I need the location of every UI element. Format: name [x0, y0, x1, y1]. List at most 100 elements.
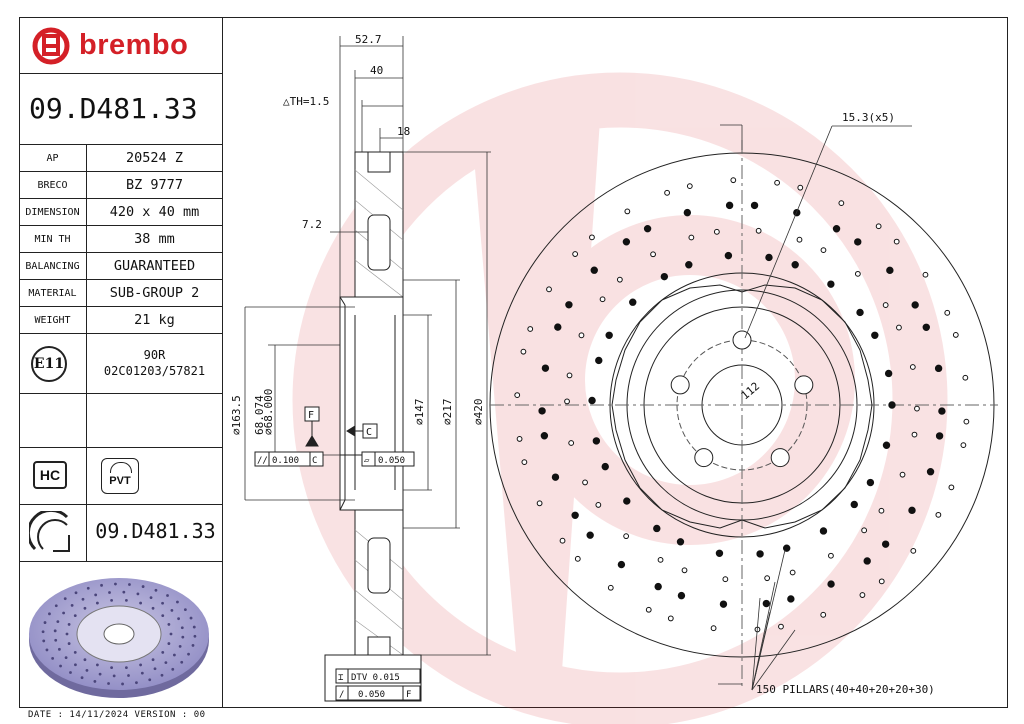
- homologation-line2: 02C01203/57821: [103, 364, 206, 378]
- datum-f: F: [308, 410, 314, 421]
- dim-40: 40: [370, 64, 383, 77]
- drill-hole: [827, 280, 835, 288]
- drill-hole: [571, 511, 579, 519]
- drill-hole: [565, 301, 573, 309]
- drill-hole: [722, 576, 729, 583]
- drill-hole: [599, 296, 606, 303]
- render-drill-dot: [83, 606, 87, 610]
- render-drill-dot: [170, 608, 174, 612]
- drill-hole: [629, 298, 637, 306]
- drill-hole: [886, 266, 894, 275]
- drill-hole: [782, 544, 791, 552]
- drill-hole: [765, 253, 773, 262]
- render-drill-dot: [166, 594, 169, 597]
- spec-value: GUARANTEED: [113, 258, 196, 274]
- drill-hole: [899, 471, 906, 478]
- drill-hole: [778, 623, 784, 630]
- drill-hole: [623, 497, 631, 505]
- drill-hole: [660, 272, 669, 281]
- render-drill-dot: [161, 601, 164, 605]
- render-drill-dot: [183, 608, 187, 612]
- spec-value: 420 x 40 mm: [109, 204, 200, 220]
- drill-hole: [832, 225, 841, 233]
- drill-hole: [962, 374, 969, 381]
- render-drill-dot: [136, 592, 140, 596]
- drill-hole: [827, 580, 835, 588]
- drill-hole: [536, 500, 543, 507]
- spec-row: WEIGHT 21 kg: [19, 307, 222, 334]
- spec-key: MIN TH: [19, 226, 87, 252]
- runout-tolerance: 0.050: [358, 690, 385, 700]
- render-drill-dot: [62, 611, 66, 615]
- drill-hole: [934, 364, 943, 373]
- render-drill-dot: [114, 582, 117, 586]
- drill-hole: [677, 591, 686, 600]
- dim-hole-diameter: 15.3(x5): [842, 111, 895, 124]
- render-drill-dot: [41, 630, 45, 634]
- pillars-note: 150 PILLARS(40+40+20+20+30): [756, 683, 935, 696]
- drill-hole: [724, 251, 733, 260]
- drill-hole: [595, 502, 602, 508]
- drill-hole: [910, 547, 917, 554]
- bottom-part-number: 09.D481.33: [95, 519, 216, 543]
- drill-hole: [888, 401, 896, 409]
- drill-hole: [960, 442, 967, 449]
- dim-420: ⌀420: [472, 399, 485, 426]
- drill-hole: [676, 538, 685, 546]
- drill-hole: [875, 223, 882, 230]
- render-drill-dot: [178, 645, 182, 648]
- render-drill-dot: [59, 664, 62, 668]
- render-drill-dot: [180, 626, 184, 630]
- dim-217: ⌀217: [441, 399, 454, 426]
- drill-hole: [514, 392, 521, 399]
- drill-hole: [719, 600, 728, 608]
- drill-hole: [750, 201, 759, 210]
- render-drill-dot: [43, 621, 47, 624]
- render-drill-dot: [181, 635, 185, 639]
- drill-hole: [935, 511, 942, 518]
- spec-value: 38 mm: [134, 231, 175, 247]
- render-drill-dot: [151, 606, 155, 610]
- render-drill-dot: [98, 672, 102, 676]
- drill-hole: [622, 238, 631, 246]
- drill-hole: [546, 286, 552, 293]
- render-drill-dot: [164, 661, 168, 664]
- render-drill-dot: [160, 673, 164, 677]
- drill-hole: [710, 625, 717, 632]
- spec-key: MATERIAL: [19, 280, 87, 306]
- pvt-badge-icon: PVT: [101, 458, 139, 494]
- dim-68-074: 68.074: [253, 395, 266, 435]
- render-drill-dot: [180, 660, 184, 664]
- drill-hole: [819, 527, 828, 535]
- svg-text:▱: ▱: [364, 456, 370, 466]
- drill-hole: [861, 527, 868, 534]
- spec-row: DIMENSION 420 x 40 mm: [19, 199, 222, 226]
- drill-hole: [589, 234, 595, 241]
- render-drill-dot: [64, 656, 68, 660]
- drill-hole: [911, 431, 918, 438]
- spec-key: BALANCING: [19, 253, 87, 279]
- render-drill-dot: [151, 658, 155, 662]
- pvt-label: PVT: [109, 475, 131, 487]
- drill-hole: [854, 270, 861, 277]
- parallelism-datum: C: [312, 456, 317, 466]
- bottom-part-row: 09.D481.33: [19, 505, 222, 562]
- render-drill-dot: [108, 591, 111, 594]
- dtv-tolerance: DTV 0.015: [351, 673, 400, 683]
- drill-hole: [688, 234, 695, 241]
- drill-hole: [595, 356, 603, 365]
- drill-hole: [653, 524, 661, 533]
- render-drill-dot: [172, 653, 176, 657]
- render-drill-dot: [42, 639, 46, 643]
- brembo-watermark: [292, 72, 948, 724]
- render-drill-dot: [69, 671, 72, 674]
- disc-outline-icon: [29, 511, 70, 552]
- drill-hole: [520, 348, 527, 355]
- render-drill-dot: [167, 623, 171, 626]
- disc-front-view: [489, 140, 998, 690]
- drill-hole: [850, 500, 858, 509]
- drill-holes: [514, 177, 970, 633]
- render-drill-dot: [149, 596, 153, 600]
